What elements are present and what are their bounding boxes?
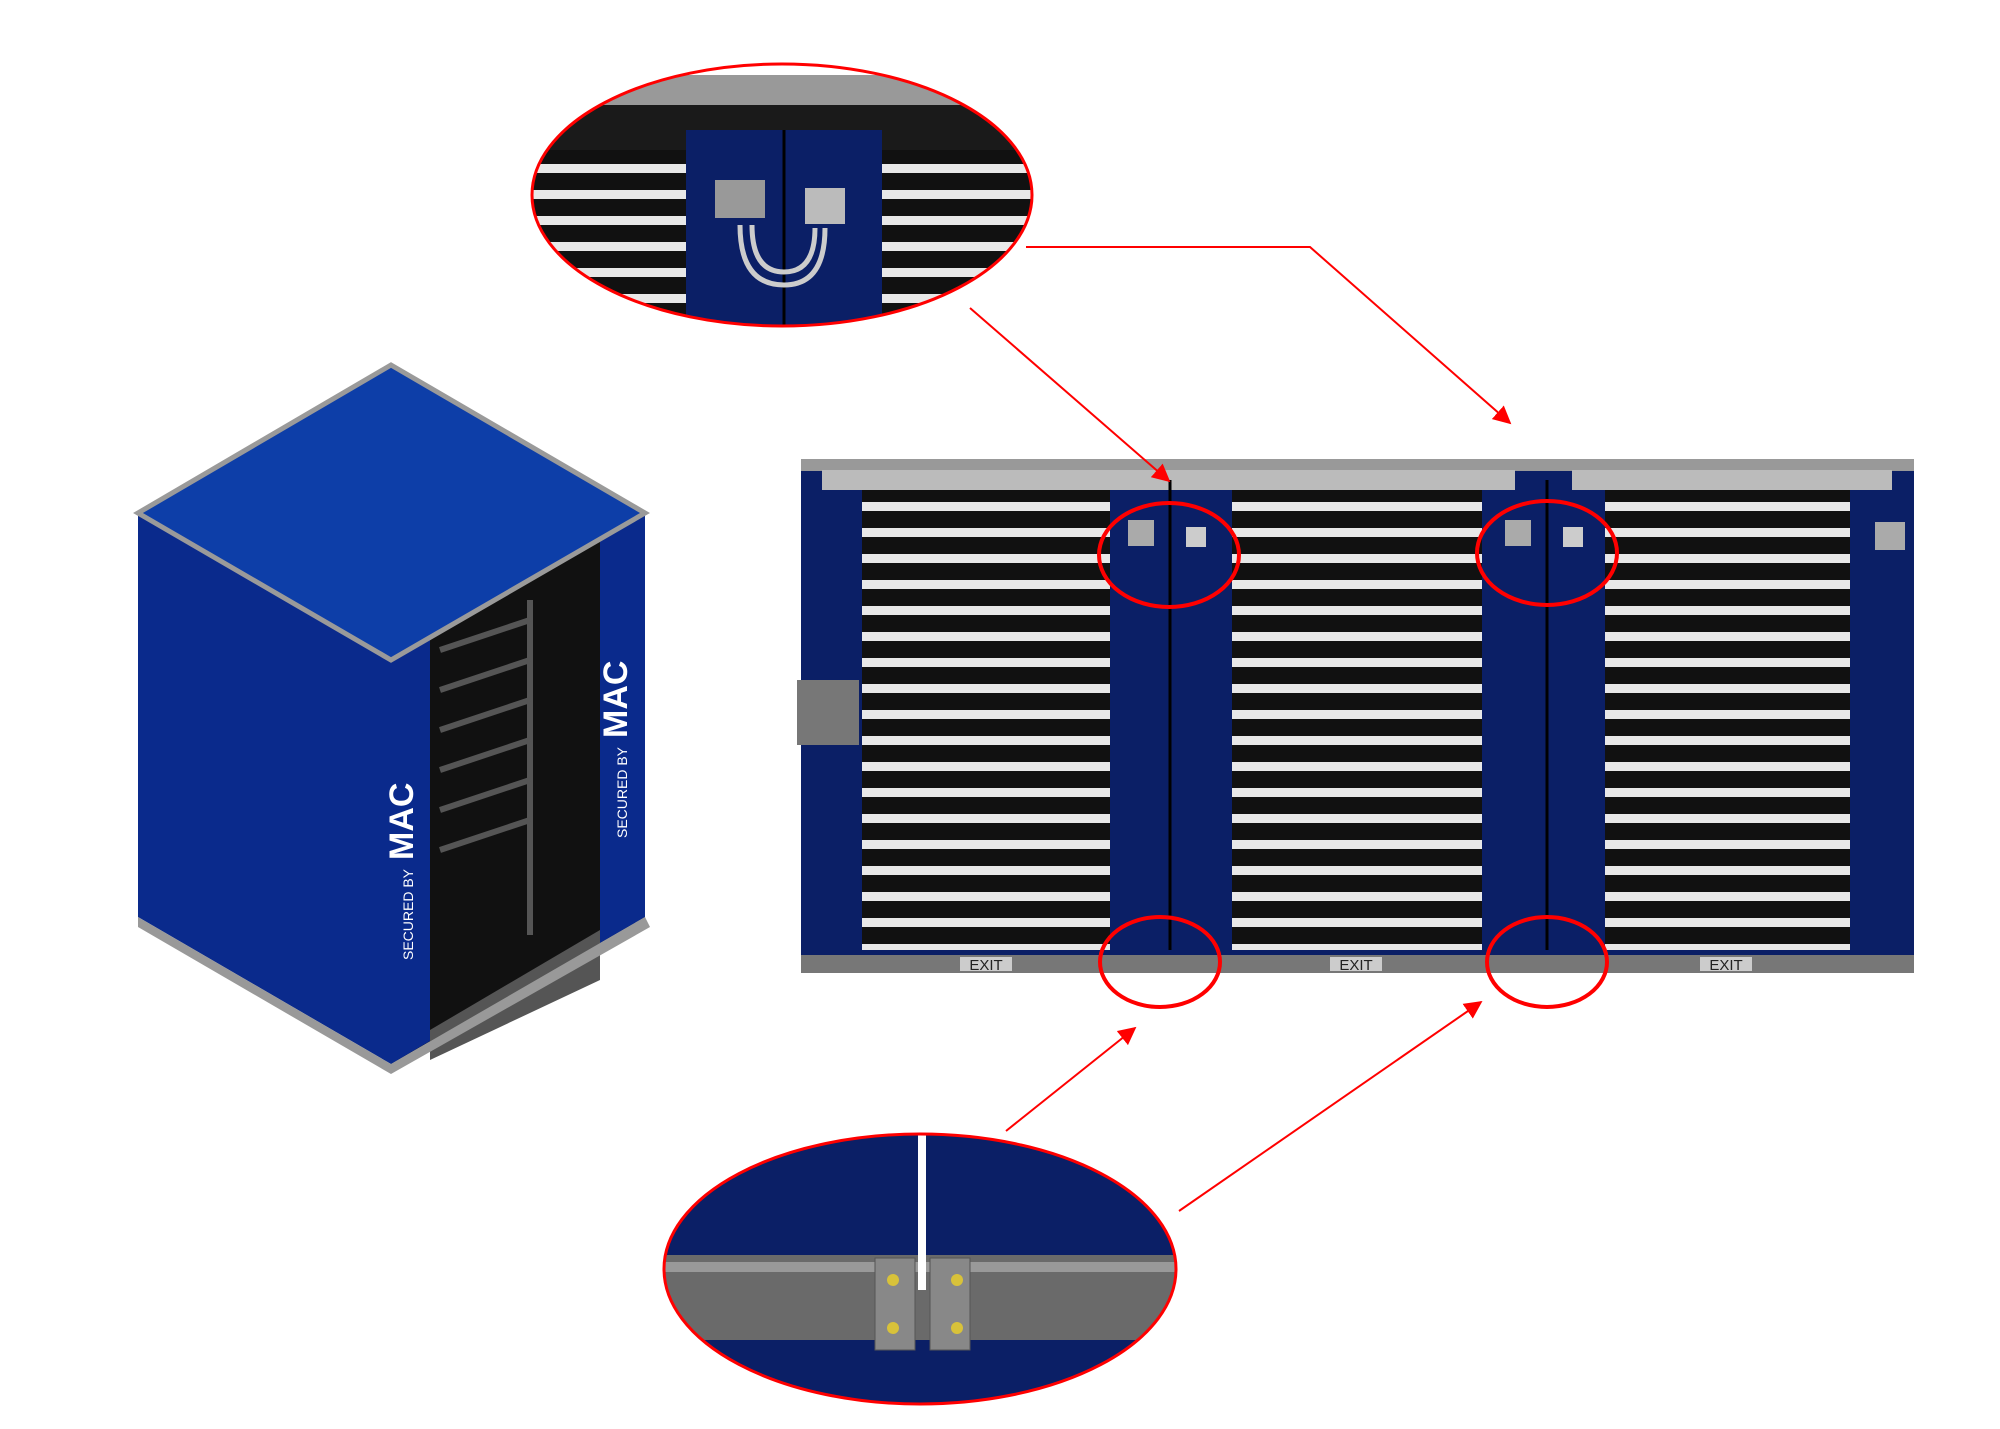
arrow-bottom-to-right-clamp	[1178, 1000, 1483, 1212]
highlight-top-left	[1097, 501, 1241, 609]
arrow-top-to-right-magnet	[1026, 246, 1512, 425]
booth-roof	[133, 362, 650, 663]
top-detail-callout	[530, 62, 1034, 328]
lane-3-turnstile	[1605, 490, 1850, 950]
lane-2-turnstile	[1232, 490, 1482, 950]
booth-opening	[391, 513, 645, 1064]
arrow-bottom-to-left-clamp	[1005, 1026, 1137, 1132]
magnet-box	[1186, 527, 1206, 547]
exit-label-1: EXIT	[969, 957, 1002, 974]
booth-logo-side: MAC	[597, 661, 635, 738]
booth-tagline-side: SECURED BY	[614, 746, 630, 838]
lane-1-turnstile	[862, 490, 1110, 950]
highlight-bottom-left	[1098, 915, 1222, 1009]
booth-turnstile	[439, 600, 533, 935]
exit-label-3: EXIT	[1709, 957, 1742, 974]
exit-label-2: EXIT	[1339, 957, 1372, 974]
front-unit: EXIT EXIT EXIT	[797, 459, 1914, 974]
magnet-box-detail	[715, 180, 765, 218]
highlight-top-right	[1475, 499, 1619, 607]
booth-right-pillar	[600, 513, 645, 943]
highlight-bottom-right	[1485, 915, 1609, 1009]
booth-left-face	[138, 513, 391, 1064]
magnet-box-detail	[805, 188, 845, 224]
magnet-box	[1128, 520, 1154, 546]
magnet-box	[1505, 520, 1531, 546]
booth-tagline-front: SECURED BY	[400, 868, 416, 960]
magnet-box	[1563, 527, 1583, 547]
arrow-top-to-left-magnet	[969, 307, 1171, 483]
booth-front-pillar	[391, 637, 430, 1064]
bottom-detail-callout	[662, 1132, 1178, 1406]
side-panel-box	[797, 680, 859, 745]
isometric-booth: SECURED BY MAC SECURED BY MAC	[133, 362, 650, 1074]
booth-logo-front: MAC	[383, 783, 421, 860]
leader-arrows	[969, 246, 1512, 1212]
highlight-circles	[1097, 499, 1619, 1009]
